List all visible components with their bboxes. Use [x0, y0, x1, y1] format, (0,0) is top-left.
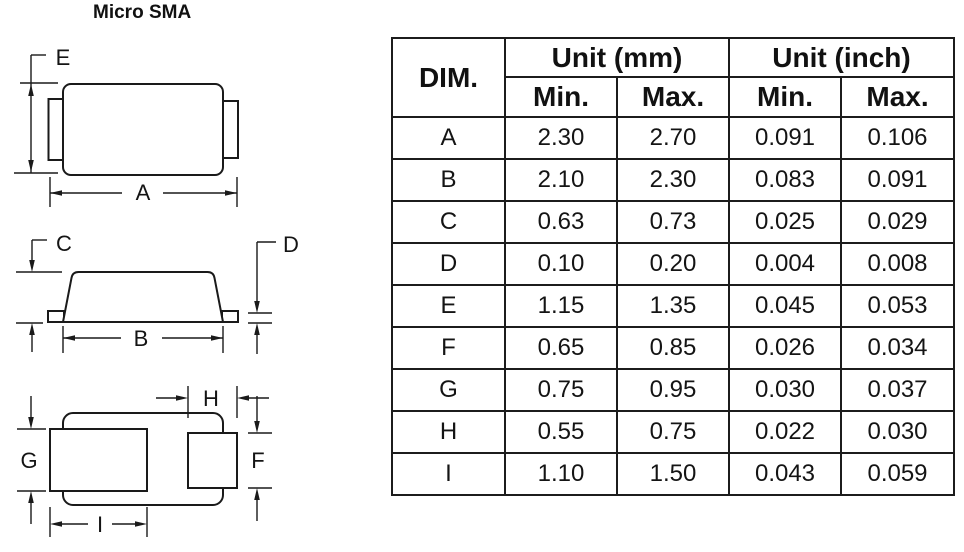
- side-view-right-lead: [221, 310, 239, 323]
- bottom-view-left-pad: [49, 428, 148, 492]
- dimension-a-label: A: [136, 180, 151, 205]
- cell-mm-min: 2.30: [504, 116, 618, 160]
- cell-dim: F: [391, 326, 506, 370]
- cell-mm-max: 0.73: [616, 200, 730, 244]
- cell-inch-max: 0.008: [839, 242, 956, 286]
- cell-inch-min: 0.043: [728, 452, 842, 496]
- cell-dim: E: [391, 284, 506, 328]
- col-header-unit-mm: Unit (mm): [504, 37, 730, 78]
- col-header-mm-max: Max.: [616, 76, 730, 118]
- cell-dim: G: [391, 368, 506, 412]
- cell-dim: A: [391, 116, 506, 160]
- cell-mm-max: 1.50: [616, 452, 730, 496]
- cell-mm-max: 0.75: [616, 410, 730, 454]
- table-row: F 0.65 0.85 0.026 0.034: [391, 326, 956, 370]
- dimension-i-label: I: [97, 512, 103, 537]
- dimension-b-label: B: [134, 326, 149, 351]
- cell-mm-max: 2.70: [616, 116, 730, 160]
- cell-dim: C: [391, 200, 506, 244]
- dimension-g: G: [17, 396, 46, 524]
- col-header-unit-inch: Unit (inch): [727, 37, 956, 78]
- cell-dim: B: [391, 158, 506, 202]
- table-row: D 0.10 0.20 0.004 0.008: [391, 242, 956, 286]
- cell-inch-max: 0.091: [839, 158, 956, 202]
- table-row: E 1.15 1.35 0.045 0.053: [391, 284, 956, 328]
- side-view-left-lead: [47, 310, 65, 323]
- cell-dim: D: [391, 242, 506, 286]
- col-header-inch-max: Max.: [839, 76, 956, 118]
- dimension-c-label: C: [56, 231, 72, 256]
- cell-mm-min: 2.10: [504, 158, 618, 202]
- table-row: I 1.10 1.50 0.043 0.059: [391, 452, 956, 496]
- table-row: B 2.10 2.30 0.083 0.091: [391, 158, 956, 202]
- cell-inch-min: 0.091: [728, 116, 842, 160]
- cell-inch-min: 0.025: [728, 200, 842, 244]
- cell-inch-max: 0.106: [839, 116, 956, 160]
- dimension-e-label: E: [56, 45, 71, 70]
- top-view-left-tab: [47, 98, 65, 161]
- cell-dim: H: [391, 410, 506, 454]
- cell-inch-max: 0.029: [839, 200, 956, 244]
- bottom-view-right-pad: [187, 432, 238, 489]
- cell-mm-max: 0.20: [616, 242, 730, 286]
- dimension-f: F: [248, 396, 272, 521]
- cell-inch-min: 0.030: [728, 368, 842, 412]
- cell-mm-min: 0.10: [504, 242, 618, 286]
- cell-inch-max: 0.059: [839, 452, 956, 496]
- cell-inch-min: 0.004: [728, 242, 842, 286]
- top-view: E A: [14, 45, 239, 207]
- cell-mm-min: 0.55: [504, 410, 618, 454]
- table-row: H 0.55 0.75 0.022 0.030: [391, 410, 956, 454]
- dimension-f-label: F: [251, 448, 264, 473]
- dimension-table: DIM. Unit (mm) Unit (inch) Min. Max. Min…: [391, 37, 956, 496]
- dimension-a: A: [49, 177, 238, 207]
- cell-mm-min: 1.15: [504, 284, 618, 328]
- cell-inch-max: 0.037: [839, 368, 956, 412]
- col-header-inch-min: Min.: [728, 76, 842, 118]
- side-view-body: [61, 271, 225, 323]
- cell-inch-max: 0.030: [839, 410, 956, 454]
- top-view-right-tab: [222, 100, 239, 159]
- cell-mm-min: 0.63: [504, 200, 618, 244]
- cell-mm-min: 1.10: [504, 452, 618, 496]
- dimension-g-label: G: [20, 448, 37, 473]
- cell-mm-max: 0.85: [616, 326, 730, 370]
- cell-inch-max: 0.053: [839, 284, 956, 328]
- dimension-d: D: [248, 232, 299, 354]
- dimension-h-label: H: [203, 386, 219, 411]
- cell-mm-max: 1.35: [616, 284, 730, 328]
- cell-mm-min: 0.75: [504, 368, 618, 412]
- cell-mm-max: 0.95: [616, 368, 730, 412]
- top-view-body: [62, 83, 224, 176]
- cell-dim: I: [391, 452, 506, 496]
- table-row: G 0.75 0.95 0.030 0.037: [391, 368, 956, 412]
- cell-inch-max: 0.034: [839, 326, 956, 370]
- cell-mm-min: 0.65: [504, 326, 618, 370]
- dimension-h: H: [156, 386, 269, 418]
- dimension-e: E: [14, 45, 71, 174]
- cell-mm-max: 2.30: [616, 158, 730, 202]
- cell-inch-min: 0.083: [728, 158, 842, 202]
- dimension-i: I: [49, 507, 148, 537]
- table-row: A 2.30 2.70 0.091 0.106: [391, 116, 956, 160]
- side-view: C D B: [16, 231, 299, 354]
- table-row: C 0.63 0.73 0.025 0.029: [391, 200, 956, 244]
- cell-inch-min: 0.022: [728, 410, 842, 454]
- package-outline-drawing: E A: [14, 45, 299, 537]
- cell-inch-min: 0.045: [728, 284, 842, 328]
- page-title: Micro SMA: [93, 2, 192, 23]
- cell-inch-min: 0.026: [728, 326, 842, 370]
- dimension-d-label: D: [283, 232, 299, 257]
- dimension-b: B: [62, 326, 224, 353]
- dimension-c: C: [16, 231, 72, 352]
- col-header-dim: DIM.: [391, 37, 506, 118]
- bottom-view: G F H: [17, 386, 272, 537]
- col-header-mm-min: Min.: [504, 76, 618, 118]
